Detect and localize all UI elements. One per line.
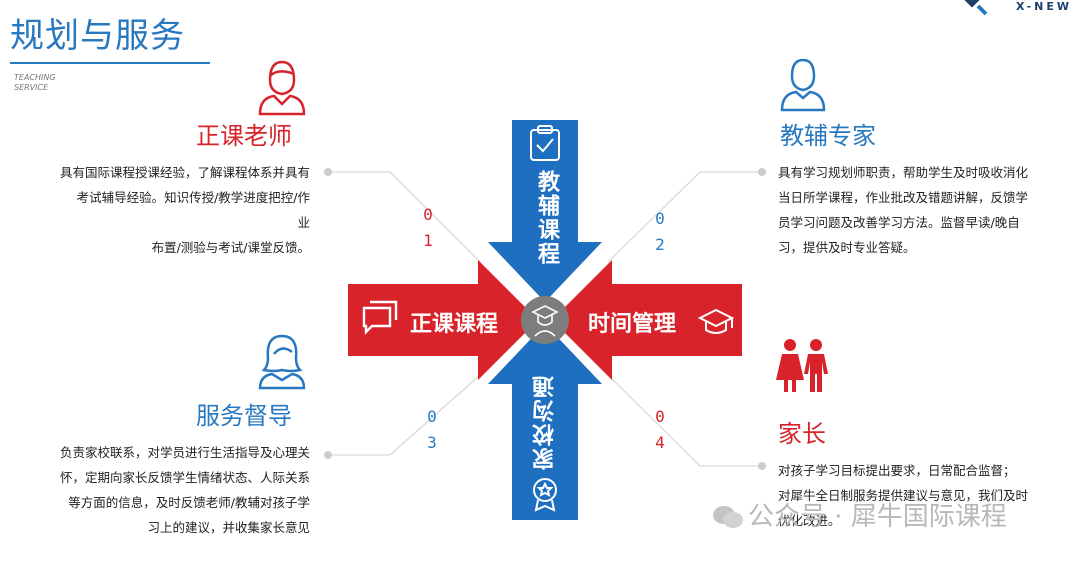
right-arrow-label: 时间管理 [588,312,677,337]
connector-dot [324,451,332,459]
page-subtitle: TEACHING SERVICE [14,73,56,92]
supervisor-title: 服务督导 [196,402,292,430]
connector-dot [758,168,766,176]
right-arrow [552,260,742,380]
clipboard-icon [530,125,560,161]
parent-number: 0 4 [655,407,665,452]
bottom-arrow-label: 家校沟通 [533,374,558,470]
logo-text: X-NEW [1015,0,1072,13]
left-arrow [348,260,538,380]
supervisor-description: 负责家校联系，对学员进行生活指导及心理关 怀，定期向家长反馈学生情绪状态、人际关… [59,445,310,535]
tutor-title: 教辅专家 [780,122,876,150]
watermark: 公众号 · 犀牛国际课程 [748,502,1007,532]
parents-icon [776,339,828,392]
student-icon [531,305,559,337]
teacher-number: 0 1 [423,205,433,250]
teacher-icon [258,60,306,116]
parent-description: 对孩子学习目标提出要求，日常配合监督； 对犀牛全日制服务提供建议与意见，我们及时… [778,463,1029,528]
medal-icon [533,478,557,512]
teacher-description: 具有国际课程授课经验，了解课程体系并具有 考试辅导经验。知识传授/教学进度把控/… [59,165,310,255]
chat-icon [362,300,398,335]
connector-dot [324,168,332,176]
left-arrow-label: 正课课程 [410,312,499,337]
graduation-cap-icon [697,308,735,334]
tutor-icon [780,58,826,112]
supervisor-number: 0 3 [427,407,437,452]
bottom-arrow [488,324,602,520]
title-underline [10,62,210,64]
central-arrow-diagram [348,120,742,520]
tutor-number: 0 2 [655,209,665,254]
center-circle [521,296,569,344]
teacher-title: 正课老师 [196,122,292,150]
top-arrow [488,120,602,302]
parent-title: 家长 [778,420,826,448]
supervisor-icon [258,334,306,390]
connector-dot [758,462,766,470]
logo-icon [964,0,988,16]
page-title: 规划与服务 [10,16,185,56]
top-arrow-label: 教辅课程 [534,170,559,266]
tutor-description: 具有学习规划师职责，帮助学生及时吸收消化 当日所学课程，作业批改及错题讲解，反馈… [778,165,1029,255]
wechat-icon [713,506,743,528]
